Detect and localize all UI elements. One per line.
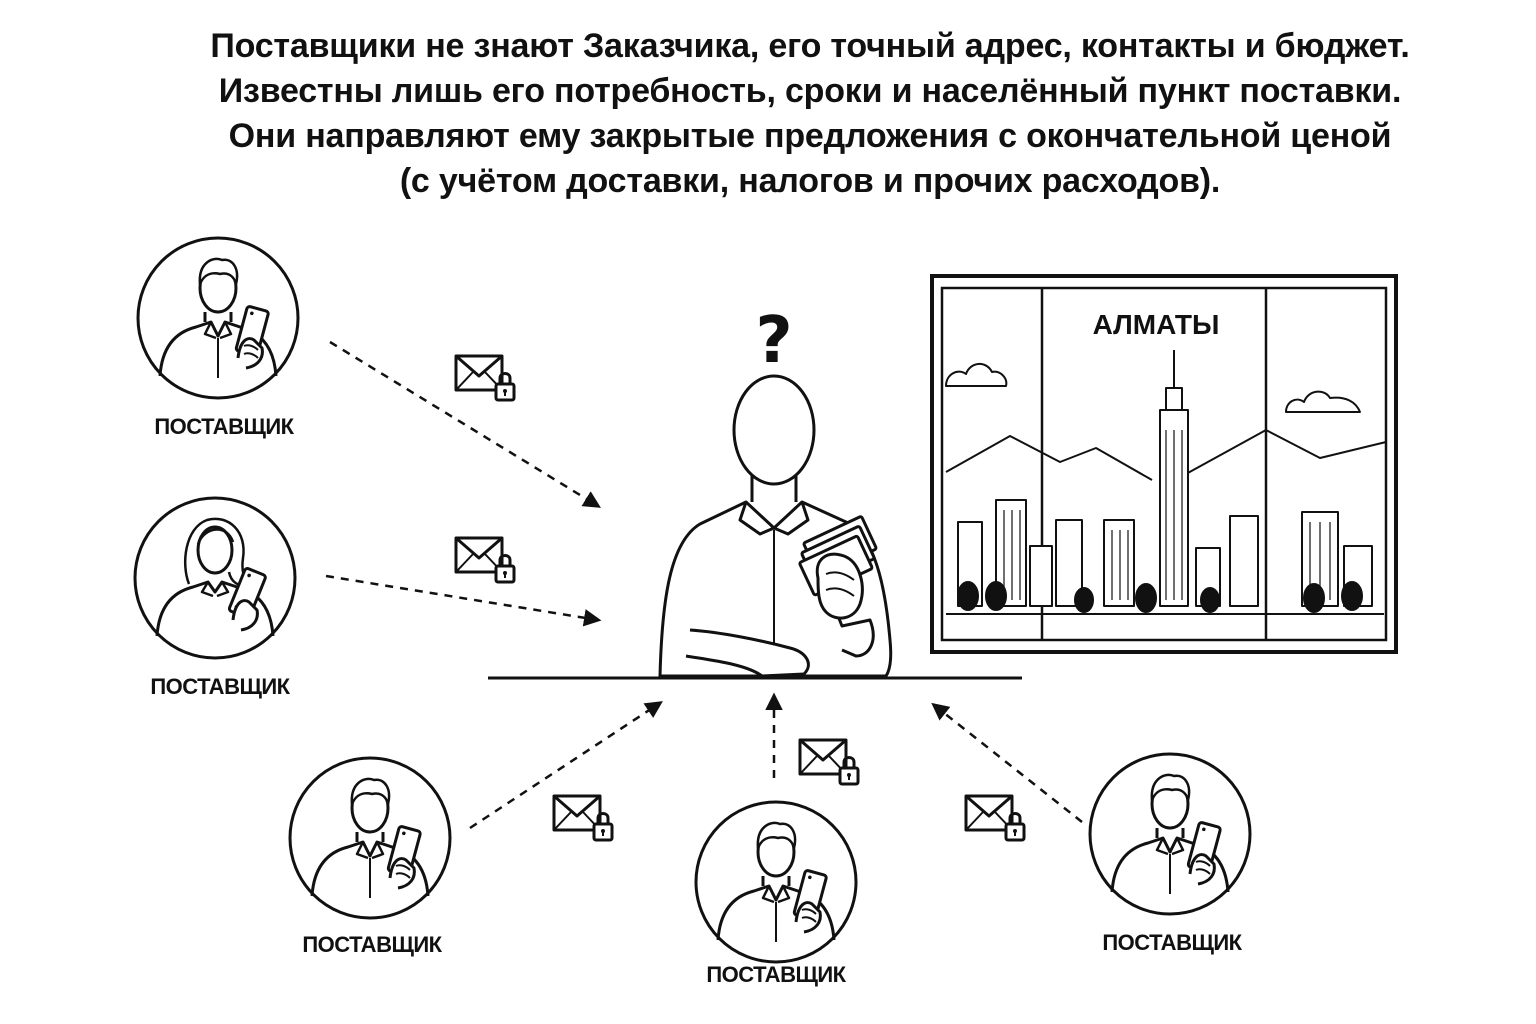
arrow-from-supplier-1 — [329, 340, 601, 508]
customer-with-money-icon — [658, 374, 893, 678]
supplier-label: ПОСТАВЩИК — [706, 962, 846, 987]
heading-line: (с учётом доставки, налогов и прочих рас… — [399, 162, 1221, 200]
customer: ? — [488, 304, 1022, 680]
male-supplier-icon — [694, 800, 858, 964]
arrows — [325, 340, 1083, 830]
locked-envelope-icon — [552, 794, 614, 842]
question-mark: ? — [755, 304, 792, 378]
supplier-label: ПОСТАВЩИК — [154, 414, 294, 439]
arrow-from-supplier-2 — [325, 574, 602, 627]
supplier-3: ПОСТАВЩИК — [288, 756, 452, 957]
city-name: АЛМАТЫ — [1093, 309, 1220, 340]
male-supplier-icon — [1088, 752, 1252, 916]
city-window: АЛМАТЫ — [930, 274, 1398, 654]
male-supplier-icon — [288, 756, 452, 920]
supplier-1: ПОСТАВЩИК — [136, 236, 300, 439]
arrow-from-supplier-3 — [469, 701, 663, 830]
locked-envelope-icon — [798, 738, 860, 786]
heading-line: Поставщики не знают Заказчика, его точны… — [210, 27, 1410, 65]
supplier-5: ПОСТАВЩИК — [1088, 752, 1252, 955]
locked-envelope-icon — [454, 354, 516, 402]
male-supplier-icon — [136, 236, 300, 400]
supplier-label: ПОСТАВЩИК — [150, 674, 290, 699]
locked-envelope-icon — [454, 536, 516, 584]
heading: Поставщики не знают Заказчика, его точны… — [90, 24, 1530, 204]
female-supplier-icon — [133, 496, 297, 660]
supplier-label: ПОСТАВЩИК — [1102, 930, 1242, 955]
locked-envelope-icon — [964, 794, 1026, 842]
supplier-4: ПОСТАВЩИК — [694, 800, 858, 987]
supplier-2: ПОСТАВЩИК — [133, 496, 297, 699]
heading-line: Известны лишь его потребность, сроки и н… — [218, 72, 1402, 110]
city-skyline-icon — [945, 350, 1387, 615]
supplier-label: ПОСТАВЩИК — [302, 932, 442, 957]
arrow-from-supplier-5 — [931, 702, 1083, 823]
heading-line: Они направляют ему закрытые предложения … — [228, 117, 1392, 155]
